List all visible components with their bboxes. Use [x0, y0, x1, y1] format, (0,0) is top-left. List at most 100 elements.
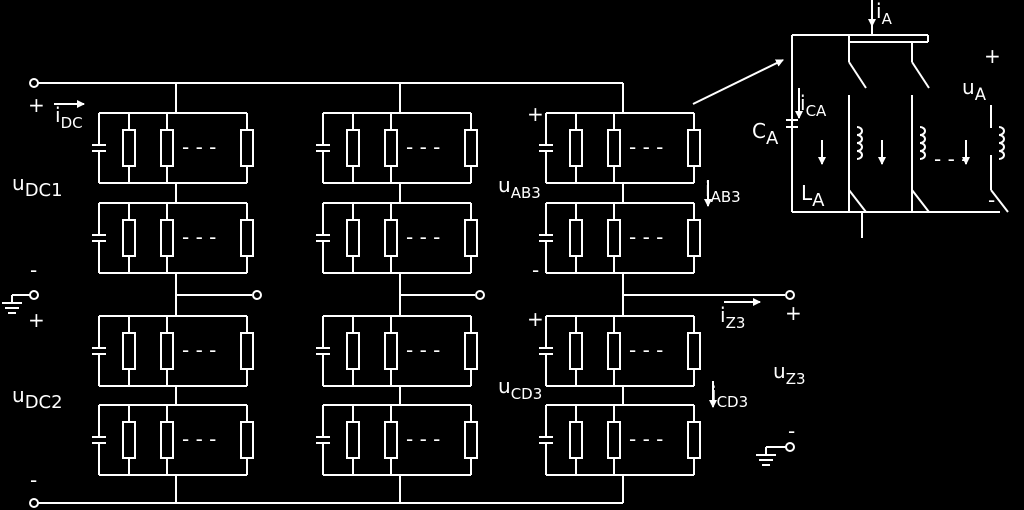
sign-dc2-plus: +	[28, 308, 45, 332]
sign-ua-plus: +	[984, 44, 1001, 68]
submodule: - - -	[316, 315, 478, 387]
resistor-symbol	[346, 332, 360, 370]
resistor-symbol	[687, 421, 701, 459]
resistor-symbol	[240, 332, 254, 370]
submodule-detail: - - -	[786, 0, 1009, 238]
resistor-symbol	[687, 129, 701, 167]
resistor-symbol	[569, 219, 583, 257]
capacitor-symbol	[539, 428, 553, 452]
inductor-coil	[998, 126, 1005, 160]
submodule: - - -	[316, 202, 478, 274]
capacitor-symbol	[316, 226, 330, 250]
ellipsis-text: - - -	[182, 427, 216, 451]
resistor-symbol	[384, 129, 398, 167]
ellipsis-text: - - -	[406, 135, 440, 159]
resistor-symbol	[160, 332, 174, 370]
resistor-symbol	[384, 332, 398, 370]
resistor-symbol	[384, 219, 398, 257]
capacitor-symbol	[92, 428, 106, 452]
label-u-z3: uZ3	[773, 359, 806, 388]
ellipsis-text: - - -	[406, 427, 440, 451]
sign-dc1-minus: -	[30, 258, 37, 282]
sign-ab3-plus: +	[527, 102, 544, 126]
submodule-rails	[546, 315, 694, 387]
resistor-symbol	[346, 421, 360, 459]
submodule-rails	[546, 112, 694, 184]
label-l-a: LA	[801, 181, 825, 211]
capacitor-symbol	[539, 339, 553, 363]
detail-switch-1	[848, 35, 928, 212]
arrow-to-detail	[692, 59, 784, 105]
resistor-symbol	[122, 219, 136, 257]
sign-dc2-minus: -	[30, 468, 37, 492]
ellipsis-text: - - -	[629, 225, 663, 249]
resistor-symbol	[346, 129, 360, 167]
terminal	[475, 290, 485, 300]
resistor-symbol	[346, 219, 360, 257]
resistor-symbol	[464, 129, 478, 167]
submodule: - - -	[539, 315, 701, 387]
label-u-cd3: uCD3	[498, 374, 542, 403]
ellipsis-text: - - -	[182, 338, 216, 362]
resistor-symbol	[240, 219, 254, 257]
ellipsis-text: - - -	[406, 338, 440, 362]
submodule-rails	[546, 404, 694, 476]
terminal-dc-minus	[29, 498, 39, 508]
label-i-z3: iZ3	[720, 303, 745, 332]
detail-cap	[786, 35, 798, 212]
terminal-dc-mid	[29, 290, 39, 300]
submodule-rails	[99, 404, 247, 476]
resistor-symbol	[122, 129, 136, 167]
resistor-symbol	[122, 332, 136, 370]
resistor-symbol	[464, 421, 478, 459]
resistor-symbol	[607, 332, 621, 370]
submodule-rails	[546, 202, 694, 274]
detail-switch-5	[990, 105, 1009, 213]
submodule: - - -	[92, 404, 254, 476]
ground-symbol-left	[2, 294, 30, 314]
submodule: - - -	[92, 112, 254, 184]
label-i-a: iA	[876, 0, 893, 28]
ellipsis-text: - - -	[406, 225, 440, 249]
resistor-symbol	[464, 219, 478, 257]
submodule: - - -	[316, 404, 478, 476]
submodule-array: - - - - - - - - - - - - - - - - - - - - - - - -…	[92, 112, 701, 476]
terminal	[785, 290, 795, 300]
ground-symbol-right	[756, 446, 786, 466]
submodule-rails	[323, 112, 471, 184]
detail-ellipsis: - - -	[934, 147, 968, 171]
resistor-symbol	[240, 421, 254, 459]
submodule: - - -	[539, 202, 701, 274]
capacitor-symbol	[316, 428, 330, 452]
resistor-symbol	[569, 129, 583, 167]
ellipsis-text: - - -	[182, 135, 216, 159]
label-i-ab3: iAB3	[705, 177, 741, 206]
resistor-symbol	[160, 219, 174, 257]
sign-dc-plus: +	[28, 93, 45, 117]
ellipsis-text: - - -	[182, 225, 216, 249]
detail-switch-4	[911, 105, 930, 213]
resistor-symbol	[687, 332, 701, 370]
resistor-symbol	[464, 332, 478, 370]
submodule-rails	[99, 202, 247, 274]
ellipsis-text: - - -	[629, 338, 663, 362]
detail-frame	[791, 0, 1000, 238]
resistor-symbol	[569, 421, 583, 459]
terminal-z-minus	[785, 442, 795, 452]
label-u-a: uA	[962, 75, 987, 104]
resistor-symbol	[384, 421, 398, 459]
circuit-wiring	[2, 0, 970, 508]
resistor-symbol	[687, 219, 701, 257]
submodule: - - -	[539, 404, 701, 476]
sign-ua-minus: -	[988, 188, 995, 212]
submodule: - - -	[539, 112, 701, 184]
submodule: - - -	[92, 202, 254, 274]
label-u-dc2: uDC2	[12, 383, 63, 413]
capacitor-symbol	[539, 226, 553, 250]
sign-z3-plus: +	[785, 301, 802, 325]
resistor-symbol	[607, 219, 621, 257]
sign-cd3-plus: +	[527, 307, 544, 331]
terminal-dc-plus	[29, 78, 39, 88]
inductor-coil	[919, 126, 926, 160]
